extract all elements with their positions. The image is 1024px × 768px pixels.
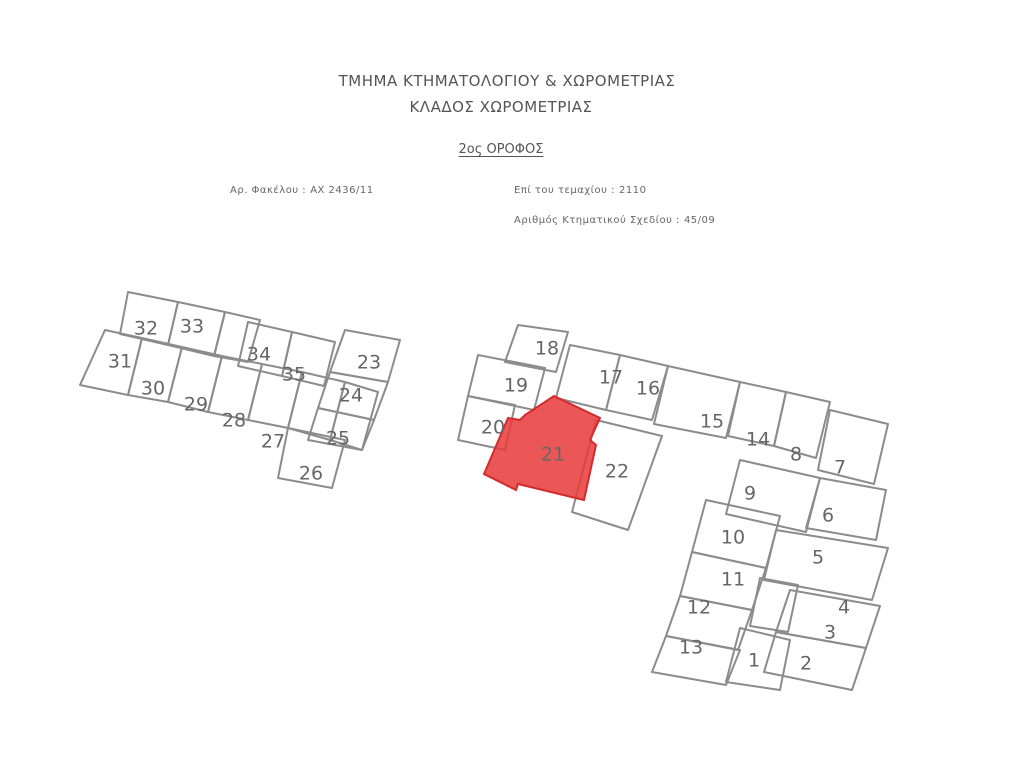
parcel-number: Επί του τεμαχίου :2110 <box>514 185 647 196</box>
unit-outline <box>307 407 375 451</box>
unit-outline <box>277 427 346 489</box>
unit-label: 20 <box>481 417 505 439</box>
unit-outline <box>817 409 889 485</box>
unit-outline <box>504 324 569 373</box>
unit-outline <box>651 635 741 686</box>
unit-label: 34 <box>247 344 271 366</box>
unit-label: 21 <box>541 444 565 466</box>
unit-label: 19 <box>504 375 528 397</box>
unit-label: 29 <box>184 394 208 416</box>
unit-label: 17 <box>599 367 623 389</box>
unit-label: 18 <box>535 338 559 360</box>
unit-outline <box>763 529 889 601</box>
file-number: Αρ. Φακέλου :ΑΧ 2436/11 <box>230 185 374 196</box>
unit-outline <box>805 477 887 541</box>
unit-label: 27 <box>261 431 285 453</box>
branch-title: ΚΛΑΔΟΣ ΧΩΡΟΜΕΤΡΙΑΣ <box>409 98 593 116</box>
unit-outline <box>213 311 261 363</box>
unit-outline <box>773 391 831 459</box>
unit-label: 3 <box>824 622 836 644</box>
unit-label: 2 <box>800 653 812 675</box>
unit-label: 31 <box>108 351 132 373</box>
unit-label: 6 <box>822 505 834 527</box>
unit-label: 1 <box>748 650 760 672</box>
unit-label: 8 <box>790 444 802 466</box>
unit-label: 25 <box>326 428 350 450</box>
unit-label: 9 <box>744 483 756 505</box>
unit-label: 5 <box>812 547 824 569</box>
unit-outline <box>281 331 336 387</box>
floor-label: 2ος ΟΡΟΦΟΣ <box>458 142 544 157</box>
unit-label: 22 <box>605 461 629 483</box>
unit-label: 12 <box>687 597 711 619</box>
unit-label: 4 <box>838 597 850 619</box>
cadastral-sheet-number: Αριθμός Κτηματικού Σχεδίου :45/09 <box>514 215 716 226</box>
unit-label: 23 <box>357 352 381 374</box>
unit-label: 33 <box>180 316 204 338</box>
unit-label: 32 <box>134 318 158 340</box>
unit-outline <box>605 354 669 421</box>
department-title: ΤΜΗΜΑ ΚΤΗΜΑΤΟΛΟΓΙΟΥ & ΧΩΡΟΜΕΤΡΙΑΣ <box>338 72 676 90</box>
unit-outline <box>749 577 799 633</box>
unit-outline <box>763 631 867 691</box>
unit-label: 26 <box>299 463 323 485</box>
unit-label: 14 <box>746 429 770 451</box>
unit-label: 28 <box>222 410 246 432</box>
unit-label: 7 <box>834 457 846 479</box>
highlighted-unit <box>482 394 602 502</box>
unit-label: 30 <box>141 378 165 400</box>
unit-outline <box>653 365 741 439</box>
unit-label: 13 <box>679 637 703 659</box>
unit-label: 10 <box>721 527 745 549</box>
unit-label: 15 <box>700 411 724 433</box>
unit-label: 24 <box>339 385 363 407</box>
unit-outline <box>725 459 821 533</box>
unit-label: 11 <box>721 569 745 591</box>
unit-label: 16 <box>636 378 660 400</box>
unit-outline <box>725 627 791 691</box>
unit-label: 35 <box>282 364 306 386</box>
